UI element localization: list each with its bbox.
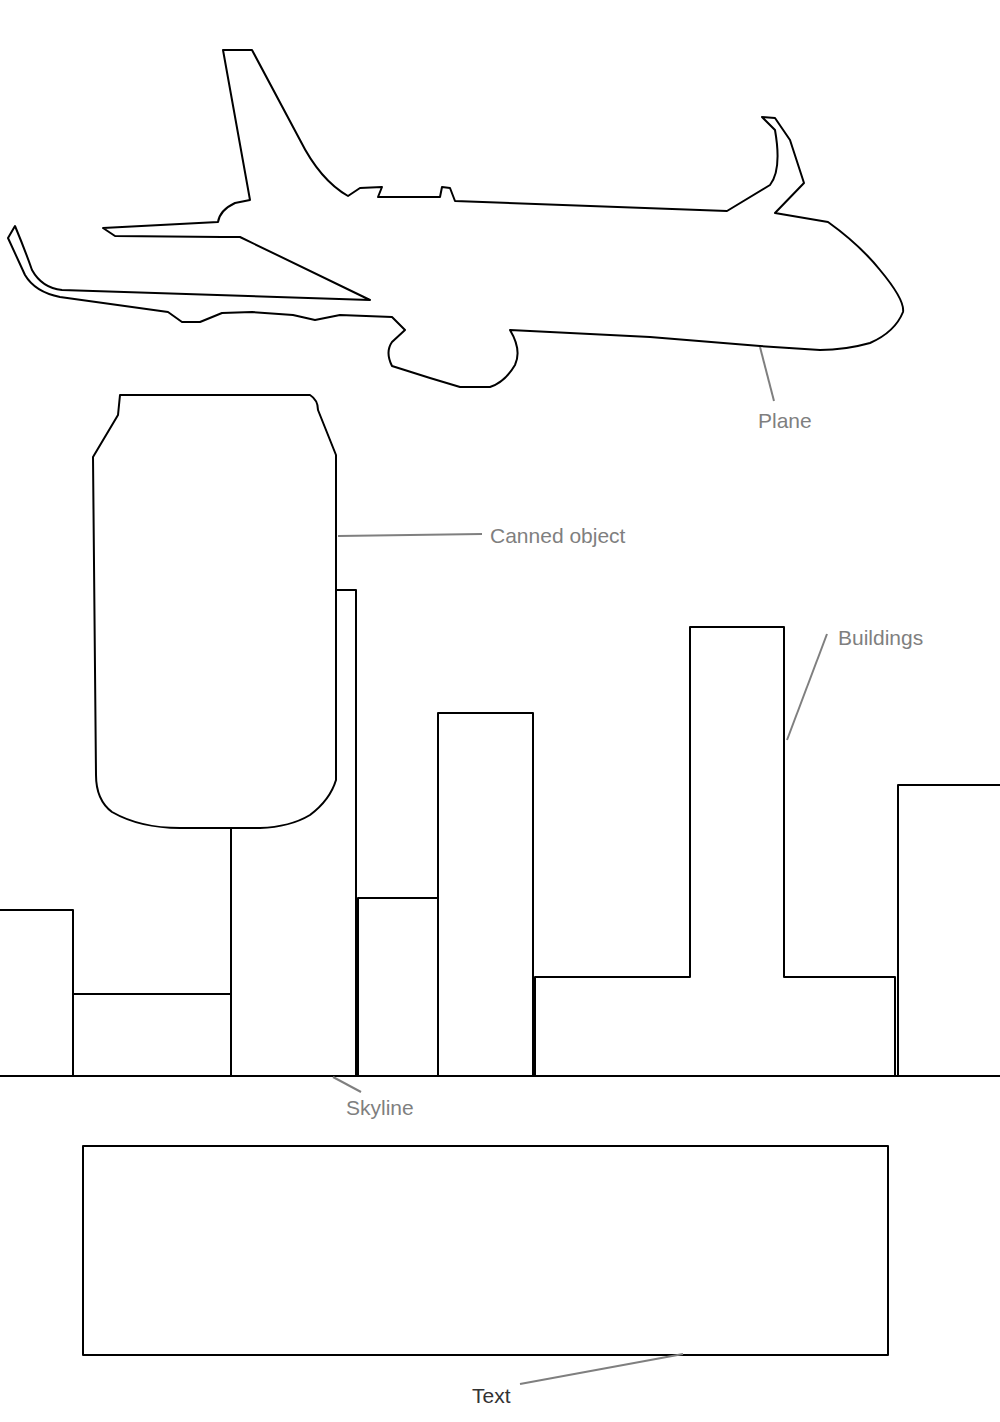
callout-label: Skyline — [344, 1095, 416, 1120]
text-area — [83, 1146, 888, 1355]
callout-label: Buildings — [836, 625, 925, 650]
leader-line — [520, 1354, 683, 1384]
callout-label: Canned object — [488, 523, 627, 548]
callout-label: Plane — [756, 408, 814, 433]
skyline — [0, 1075, 1000, 1077]
plane-outline — [8, 50, 903, 387]
callout-label: Text — [470, 1383, 513, 1408]
building — [73, 994, 231, 1076]
building — [438, 713, 533, 1076]
building — [358, 898, 438, 1076]
leader-line — [333, 1077, 361, 1092]
building — [336, 590, 356, 1076]
leader-line — [787, 634, 827, 740]
building — [898, 785, 1000, 1076]
can-outline — [93, 395, 336, 828]
building — [0, 910, 73, 1076]
leader-line — [760, 347, 774, 401]
leader-line — [338, 534, 482, 536]
building — [535, 627, 895, 1076]
building — [230, 828, 232, 1076]
